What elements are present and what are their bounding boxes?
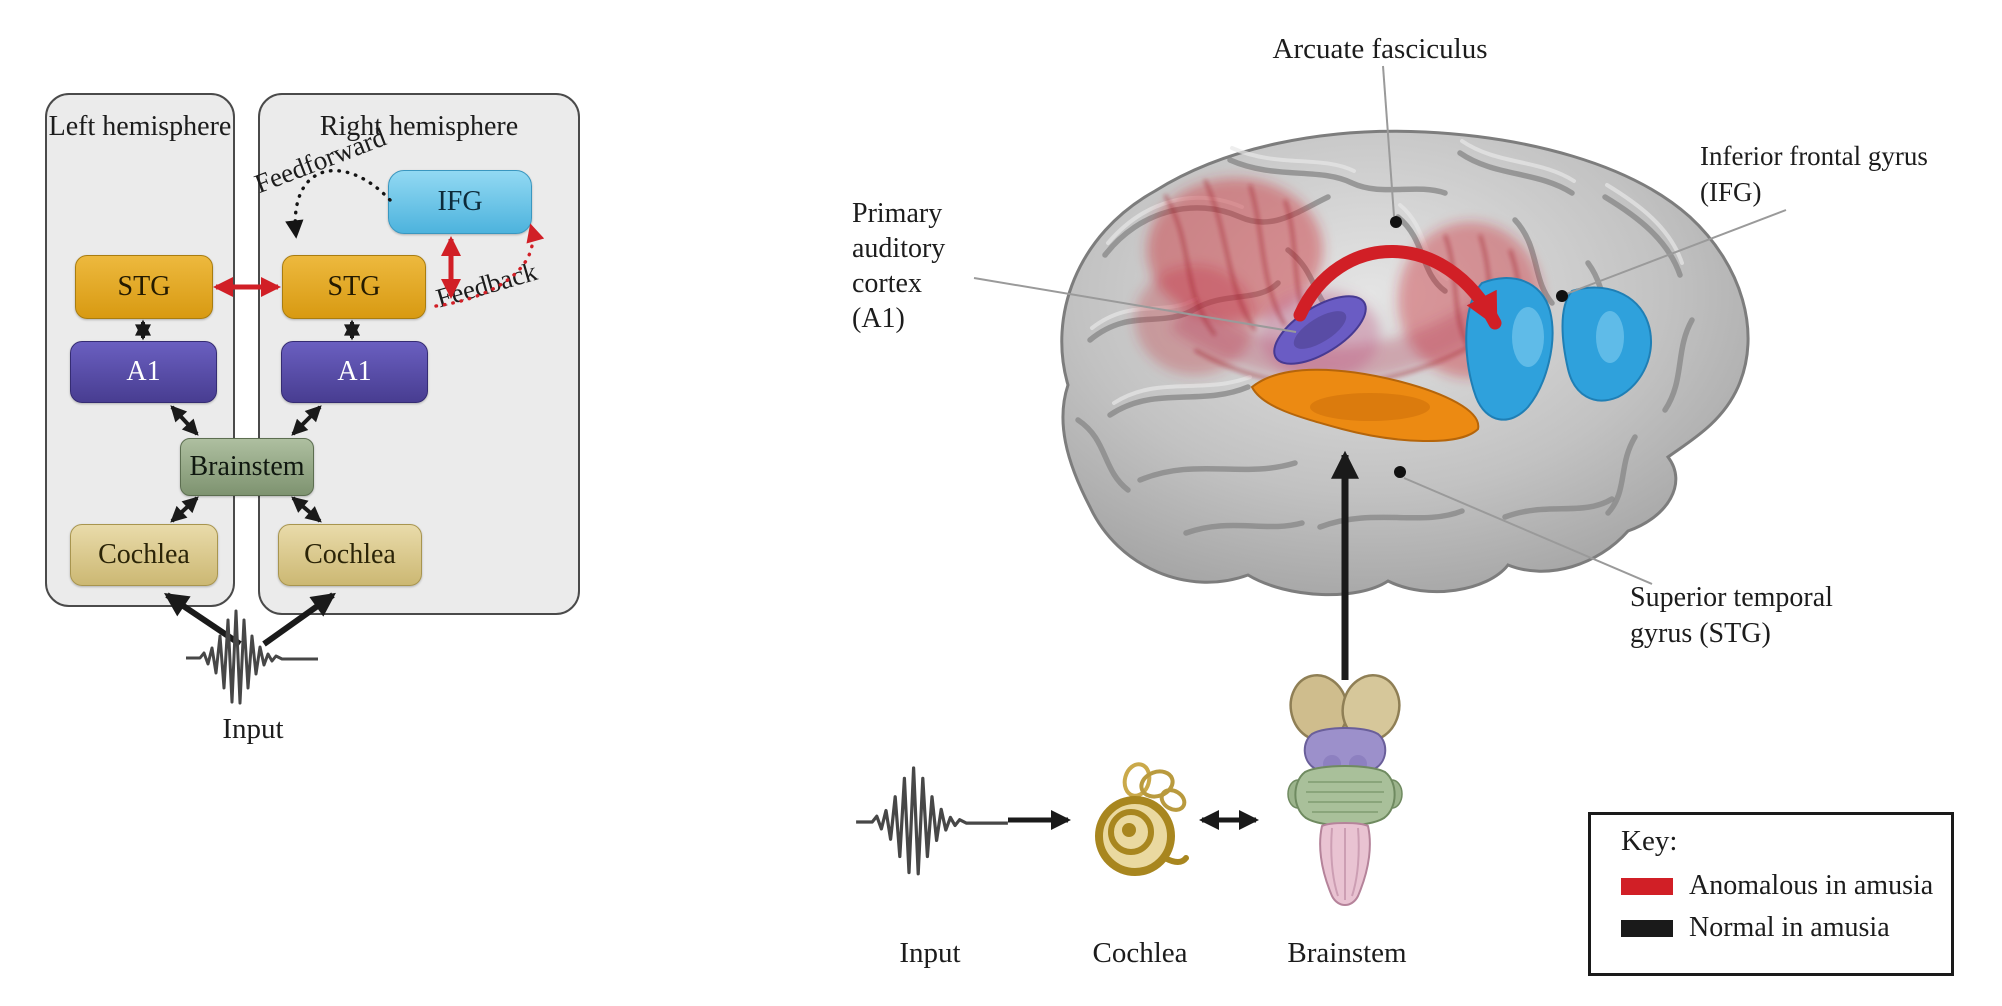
ifg-annotation-line2: (IFG) [1700,177,1762,207]
stg-annotation: Superior temporal gyrus (STG) [1630,580,1833,652]
a1-annotation-line1: Primary [852,198,943,229]
a1-annotation-line3: cortex [852,268,922,299]
node-a1-left: A1 [70,341,217,403]
node-brainstem: Brainstem [180,438,314,496]
ifg-annotation-line1: Inferior frontal gyrus [1700,141,1928,171]
stg-region-orange [1250,368,1480,443]
arcuate-fasciculus-label: Arcuate fasciculus [1272,33,1488,65]
stg-annotation-line2: gyrus (STG) [1630,618,1771,649]
cochlea-icon [1095,762,1189,876]
ifg-annotation: Inferior frontal gyrus (IFG) [1700,138,1928,210]
input-label-right: Input [899,937,961,969]
key-box: Key: Anomalous in amusia Normal in amusi… [1588,812,1954,976]
key-item-anomalous: Anomalous in amusia [1621,870,1951,902]
key-label-anomalous: Anomalous in amusia [1689,870,1934,901]
input-waveform-icon-right [854,766,1010,876]
node-cochlea-left: Cochlea [70,524,218,586]
key-swatch-normal [1621,919,1673,937]
brain-illustration [1060,129,1750,597]
node-stg-right: STG [282,255,426,319]
key-item-normal: Normal in amusia [1621,912,1951,944]
a1-annotation-line4: (A1) [852,303,905,334]
a1-annotation: Primary auditory cortex (A1) [852,196,945,336]
right-hemisphere-label: Right hemisphere [319,111,519,142]
key-swatch-anomalous [1621,877,1673,895]
left-hemisphere-label: Left hemisphere [48,111,232,142]
brainstem-icon [1287,674,1403,906]
node-a1-right: A1 [281,341,428,403]
brainstem-label: Brainstem [1287,937,1407,969]
node-ifg: IFG [388,170,532,234]
arcuate-arrow-red [1293,245,1502,330]
input-waveform-icon-left [184,609,320,705]
key-label-normal: Normal in amusia [1689,912,1890,943]
stg-annotation-line1: Superior temporal [1630,582,1833,613]
a1-region-purple [1273,295,1367,365]
a1-annotation-line2: auditory [852,233,946,264]
node-stg-left: STG [75,255,213,319]
node-cochlea-right: Cochlea [278,524,422,586]
key-title: Key: [1621,825,1678,857]
input-label-left: Input [222,713,284,745]
cochlea-label: Cochlea [1092,937,1188,969]
